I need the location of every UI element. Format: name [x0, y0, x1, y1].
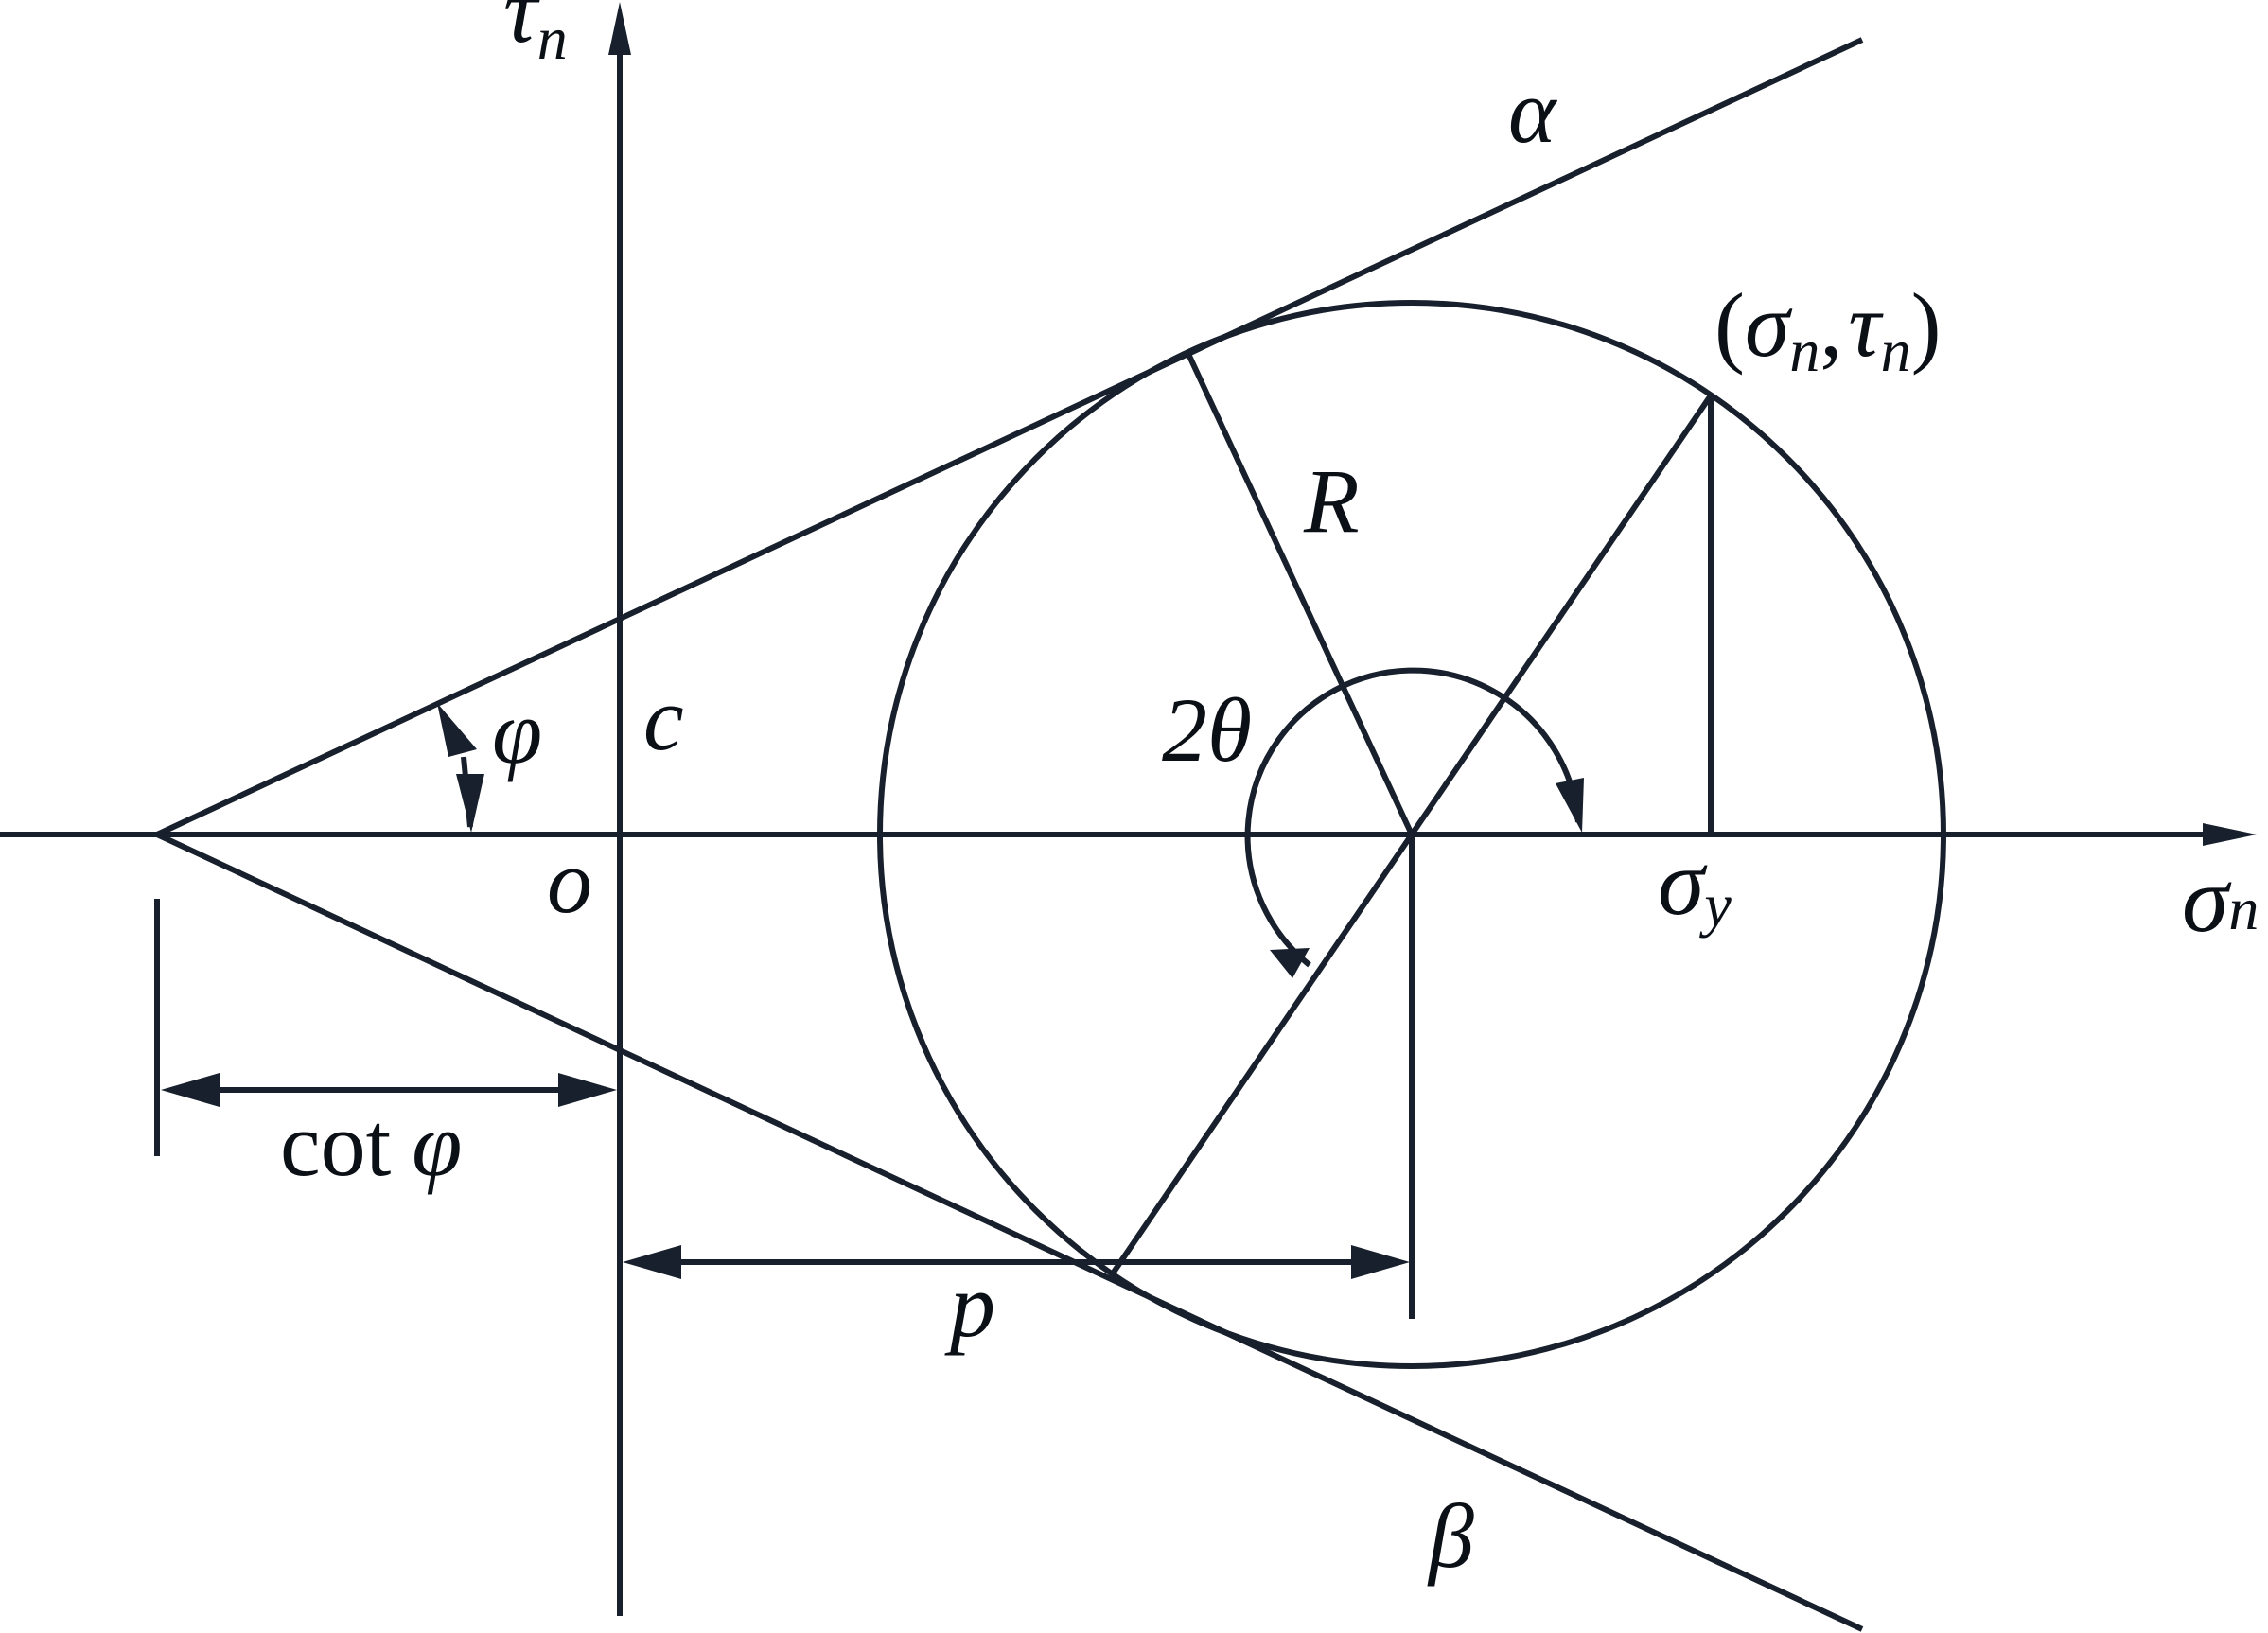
cot-phi-arrowhead-right	[558, 1073, 617, 1107]
phi-arrowhead-down	[456, 774, 484, 833]
radius-label: R	[1303, 450, 1360, 552]
p-arrowhead-left	[623, 1245, 681, 1279]
sigma-y-label: σy	[1658, 830, 1732, 939]
cohesion-label: c	[643, 668, 684, 769]
sigma-axis-arrowhead	[2203, 823, 2257, 846]
phi-arrowhead-up	[437, 703, 477, 757]
cot-phi-arrowhead-left	[161, 1073, 220, 1107]
envelope-line-alpha	[155, 37, 1864, 837]
two-theta-arrowhead-right	[1556, 778, 1584, 833]
sigma-axis-label: σn	[2182, 847, 2259, 952]
two-theta-arc	[1244, 667, 1581, 968]
two-theta-arrowhead-left	[1270, 948, 1310, 978]
radius-line	[1186, 352, 1415, 836]
stress-point-label: (σn,τn)	[1714, 274, 1942, 384]
mohr-circle	[877, 300, 1946, 1369]
origin-label: o	[547, 831, 592, 932]
p-arrowhead-right	[1351, 1245, 1410, 1279]
two-theta-label: 2θ	[1162, 679, 1252, 781]
phi-label: φ	[492, 681, 542, 782]
envelope-line-beta	[155, 832, 1864, 1632]
beta-label: β	[1427, 1485, 1474, 1587]
tau-axis-label: τn	[503, 0, 568, 72]
p-label: p	[944, 1255, 995, 1356]
tau-axis-arrowhead	[608, 2, 631, 55]
alpha-label: α	[1508, 61, 1557, 162]
